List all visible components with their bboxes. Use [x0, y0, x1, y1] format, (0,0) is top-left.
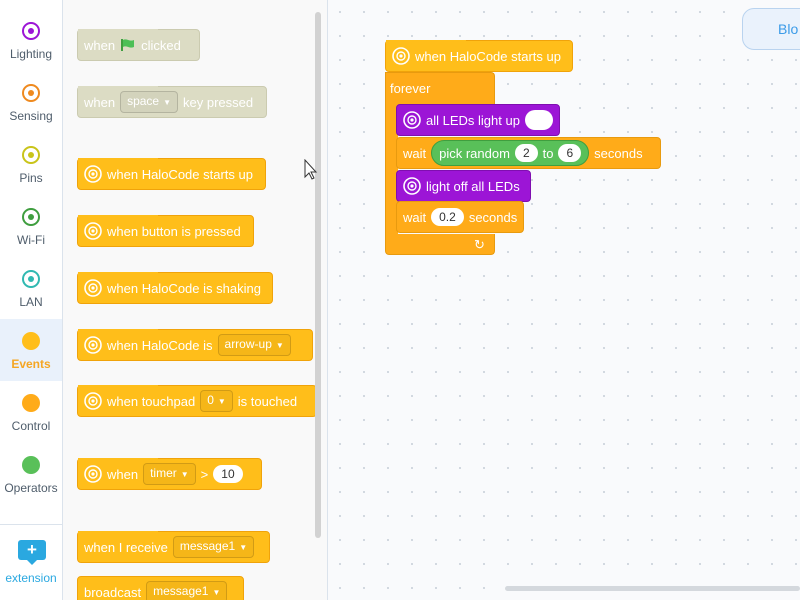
palette-when-halocode-starts-up[interactable]: when HaloCode starts up — [77, 145, 266, 190]
block-text: when — [107, 466, 139, 482]
random-to-input[interactable]: 6 — [558, 144, 582, 162]
palette-when-halocode-shaking[interactable]: when HaloCode is shaking — [77, 259, 273, 304]
palette-when-key-pressed[interactable]: when space▼ key pressed — [77, 73, 267, 118]
category-color-icon — [22, 332, 40, 350]
extension-button[interactable]: + extension — [0, 524, 62, 601]
workspace-scrollbar[interactable] — [505, 586, 800, 591]
block-text: when — [84, 37, 116, 53]
category-lan[interactable]: LAN — [0, 257, 62, 319]
category-control[interactable]: Control — [0, 381, 62, 443]
halocode-icon — [22, 146, 40, 164]
category-pins[interactable]: Pins — [0, 133, 62, 195]
block-text: wait — [403, 209, 427, 225]
category-operators[interactable]: Operators — [0, 443, 62, 505]
message-dropdown[interactable]: message1▼ — [172, 536, 255, 558]
broadcast-dropdown[interactable]: message1▼ — [146, 581, 228, 600]
block-text: seconds — [468, 209, 518, 225]
block-text: pick random — [439, 145, 510, 161]
palette-broadcast[interactable]: broadcast message1▼ — [77, 576, 244, 600]
block-text: when HaloCode starts up — [415, 48, 561, 64]
block-text: key pressed — [183, 94, 254, 110]
palette-when-touchpad-touched[interactable]: when touchpad 0▼ is touched — [77, 372, 317, 417]
script-light-off-all-leds[interactable]: light off all LEDs — [396, 170, 531, 202]
palette-when-timer-greater[interactable]: when timer▼ > 10 — [77, 445, 262, 490]
palette-when-flag-clicked[interactable]: when clicked — [77, 16, 200, 61]
block-text: when HaloCode is — [107, 337, 213, 353]
script-wait-seconds[interactable]: wait 0.2 seconds — [396, 201, 524, 233]
block-text: all LEDs light up — [426, 112, 520, 128]
halocode-icon — [84, 465, 102, 483]
timer-dropdown[interactable]: timer▼ — [143, 463, 196, 485]
block-text: is touched — [237, 393, 298, 409]
tab-label: Blo — [778, 21, 799, 37]
category-color-icon — [22, 394, 40, 412]
category-label: LAN — [19, 295, 43, 309]
block-text: seconds — [594, 145, 643, 161]
halocode-icon — [84, 279, 102, 297]
halocode-icon — [84, 336, 102, 354]
block-text: clicked — [141, 37, 181, 53]
category-label: Wi-Fi — [17, 233, 45, 247]
key-dropdown[interactable]: space▼ — [120, 91, 179, 113]
halocode-icon — [84, 222, 102, 240]
category-label: Sensing — [9, 109, 53, 123]
touchpad-dropdown[interactable]: 0▼ — [200, 390, 233, 412]
extension-label: extension — [5, 571, 57, 585]
category-label: Operators — [4, 481, 58, 495]
category-label: Lighting — [9, 47, 53, 61]
forever-block-bottom — [385, 234, 495, 255]
block-text: wait — [403, 145, 427, 161]
category-label: Pins — [19, 171, 43, 185]
halocode-icon — [22, 208, 40, 226]
forever-label: forever — [390, 81, 431, 96]
halocode-icon — [22, 22, 40, 40]
green-flag-icon — [121, 39, 135, 51]
workspace-tab[interactable]: Blo — [742, 8, 800, 50]
halocode-icon — [22, 270, 40, 288]
timer-value-input[interactable]: 10 — [213, 465, 243, 483]
halocode-icon — [403, 177, 421, 195]
block-text: when touchpad — [107, 393, 196, 409]
halocode-icon — [84, 392, 102, 410]
category-wi-fi[interactable]: Wi-Fi — [0, 195, 62, 257]
block-text: when button is pressed — [107, 223, 241, 239]
block-text: light off all LEDs — [426, 178, 520, 194]
block-text: > — [200, 466, 209, 482]
halocode-icon — [22, 84, 40, 102]
block-text: when I receive — [84, 539, 168, 555]
forever-block-arm — [385, 100, 398, 240]
block-palette: when clicked when space▼ key pressed whe… — [63, 0, 328, 600]
loop-arrow-icon: ↻ — [474, 237, 485, 252]
block-text: when HaloCode is shaking — [107, 280, 261, 296]
random-from-input[interactable]: 2 — [514, 144, 538, 162]
category-color-icon — [22, 456, 40, 474]
block-text: broadcast — [84, 584, 142, 600]
block-text: to — [542, 145, 554, 161]
script-wait-random[interactable]: wait pick random 2 to 6 seconds — [396, 137, 661, 169]
halocode-icon — [84, 165, 102, 183]
pick-random-reporter[interactable]: pick random 2 to 6 — [431, 140, 590, 166]
forever-block[interactable] — [385, 72, 495, 107]
palette-scrollbar[interactable] — [315, 12, 321, 538]
add-extension-icon: + — [18, 540, 46, 565]
category-label: Events — [11, 357, 51, 371]
block-text: when — [84, 94, 116, 110]
palette-when-i-receive[interactable]: when I receive message1▼ — [77, 518, 270, 563]
palette-when-button-pressed[interactable]: when button is pressed — [77, 202, 254, 247]
script-all-leds-light-up[interactable]: all LEDs light up — [396, 104, 560, 136]
mouse-cursor-icon — [304, 159, 318, 180]
category-sensing[interactable]: Sensing — [0, 71, 62, 133]
color-picker[interactable] — [524, 110, 553, 130]
block-text: when HaloCode starts up — [107, 166, 253, 182]
wait-seconds-input[interactable]: 0.2 — [431, 208, 464, 226]
category-lighting[interactable]: Lighting — [0, 9, 62, 71]
script-when-halocode-starts-up[interactable]: when HaloCode starts up — [385, 27, 573, 72]
palette-when-halocode-is[interactable]: when HaloCode is arrow-up▼ — [77, 316, 313, 361]
halocode-icon — [392, 47, 410, 65]
halocode-icon — [403, 111, 421, 129]
category-events[interactable]: Events — [0, 319, 62, 381]
orientation-dropdown[interactable]: arrow-up▼ — [217, 334, 291, 356]
category-label: Control — [11, 419, 51, 433]
